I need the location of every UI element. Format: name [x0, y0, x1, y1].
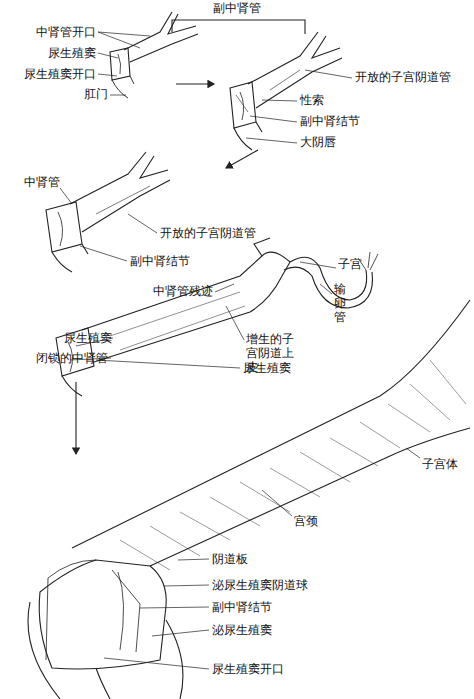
- anatomy-label: 泌尿生殖窦: [212, 624, 272, 638]
- anatomy-label: 肛门: [84, 88, 108, 102]
- anatomy-label: 副中肾结节: [212, 601, 272, 615]
- anatomy-label: 开放的子宫阴道管: [355, 71, 451, 85]
- anatomy-label: 大阴唇: [300, 136, 336, 150]
- anatomy-label: 副中肾管: [213, 2, 261, 16]
- anatomy-label: 中肾管: [24, 176, 60, 190]
- anatomy-label: 性索: [300, 94, 324, 108]
- anatomy-label: 尿生殖窦: [243, 362, 291, 376]
- anatomy-label: 输卵管: [334, 283, 357, 324]
- anatomy-label: 副中肾结节: [300, 115, 360, 129]
- anatomy-label: 中肾管残迹: [153, 285, 213, 299]
- anatomy-label: 尿生殖窦: [64, 332, 112, 346]
- anatomy-label: 宫颈: [294, 515, 318, 529]
- anatomy-label: 副中肾结节: [130, 255, 190, 269]
- anatomy-label: 尿生殖窦: [48, 47, 96, 61]
- anatomy-label: 尿生殖窦开口: [212, 663, 284, 677]
- anatomy-label: 阴道板: [212, 553, 248, 567]
- anatomy-label: 子宫体: [422, 458, 458, 472]
- anatomy-label: 泌尿生殖窦阴道球: [212, 579, 308, 593]
- anatomy-label: 开放的子宫阴道管: [160, 227, 256, 241]
- anatomy-label: 闭锁的中肾管: [36, 352, 108, 366]
- anatomy-label: 中肾管开口: [36, 26, 96, 40]
- anatomy-label: 尿生殖窦开口: [24, 68, 96, 82]
- anatomy-label: 子宫: [338, 258, 362, 272]
